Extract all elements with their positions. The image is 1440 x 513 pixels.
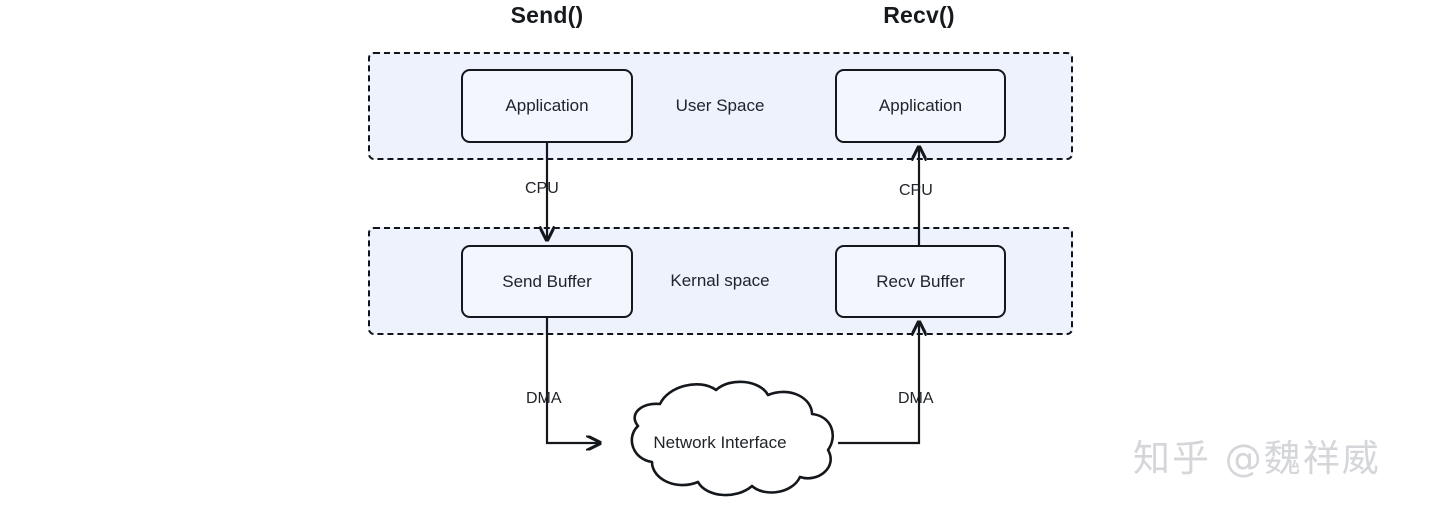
edge-dma-recv-arrow (838, 322, 919, 445)
edge-label-cpu-send: CPU (525, 180, 559, 197)
kernel-space-label: Kernal space (670, 271, 770, 290)
user-space-label: User Space (675, 96, 765, 115)
send-column-title: Send() (510, 2, 584, 28)
recv-column-title: Recv() (883, 2, 955, 28)
edge-dma-send-arrow (545, 318, 600, 443)
node-application-send: Application (461, 69, 633, 143)
edge-label-dma-send: DMA (526, 390, 562, 407)
node-recv-buffer: Recv Buffer (835, 245, 1006, 318)
edge-label-dma-recv: DMA (898, 390, 934, 407)
watermark: 知乎 @魏祥威 (1133, 437, 1381, 480)
node-network-interface-label: Network Interface (653, 433, 787, 452)
node-send-buffer: Send Buffer (461, 245, 633, 318)
edge-label-cpu-recv: CPU (899, 182, 933, 199)
node-application-recv: Application (835, 69, 1006, 143)
